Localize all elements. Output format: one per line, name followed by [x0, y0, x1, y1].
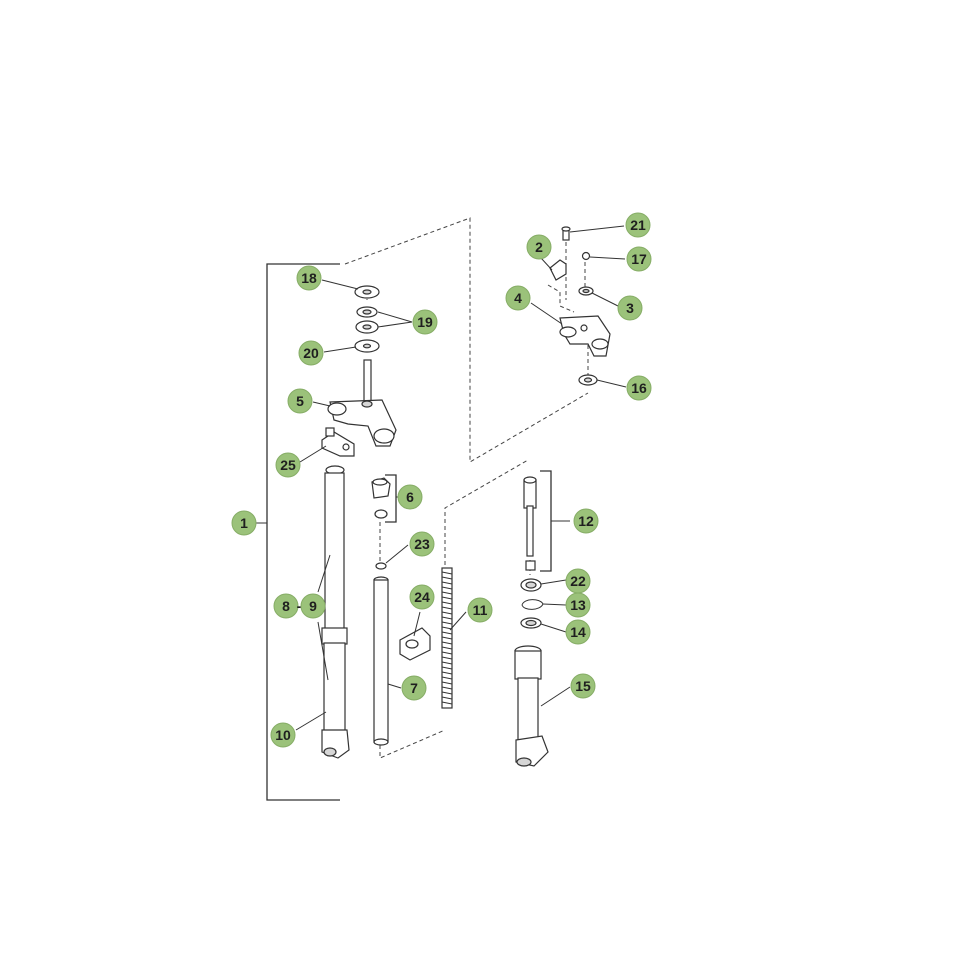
- clamp-24: [399, 627, 431, 661]
- svg-text:13: 13: [570, 597, 586, 613]
- leader-lines: [295, 225, 627, 731]
- svg-text:18: 18: [301, 270, 317, 286]
- callout-9: 9: [300, 593, 326, 619]
- fork-cap-6: [371, 477, 391, 519]
- callout-11: 11: [467, 597, 493, 623]
- callout-2: 2: [526, 234, 552, 260]
- steering-stem-5: [327, 359, 397, 447]
- spring-11: [441, 567, 453, 709]
- callout-5: 5: [287, 388, 313, 414]
- nut-16: [578, 374, 598, 386]
- washer-14: [520, 617, 542, 629]
- bracket-25: [321, 427, 355, 457]
- nut-3: [578, 286, 594, 296]
- svg-text:20: 20: [303, 345, 319, 361]
- fork-leg-15: [514, 645, 549, 767]
- callout-separator: -: [297, 598, 302, 614]
- callout-21: 21: [625, 212, 651, 238]
- callout-6: 6: [397, 484, 423, 510]
- svg-text:6: 6: [406, 489, 414, 505]
- callout-19: 19: [412, 309, 438, 335]
- callout-14: 14: [565, 619, 591, 645]
- callout-24: 24: [409, 584, 435, 610]
- svg-text:5: 5: [296, 393, 304, 409]
- svg-text:1: 1: [240, 515, 248, 531]
- callout-23: 23: [409, 531, 435, 557]
- seal-22: [520, 578, 542, 592]
- svg-text:2: 2: [535, 239, 543, 255]
- svg-text:11: 11: [473, 602, 488, 618]
- svg-text:17: 17: [631, 251, 647, 267]
- inner-tube-7: [373, 562, 389, 746]
- damper-rod-12: [523, 476, 537, 571]
- callout-3: 3: [617, 295, 643, 321]
- svg-text:22: 22: [570, 573, 586, 589]
- washer-20: [354, 339, 380, 353]
- callout-4: 4: [505, 285, 531, 311]
- svg-text:23: 23: [414, 536, 430, 552]
- assembly-bracket: [266, 263, 340, 801]
- bearing-19-upper: [356, 306, 378, 318]
- callout-10: 10: [270, 722, 296, 748]
- ball-17: [581, 251, 591, 261]
- svg-text:9: 9: [309, 598, 317, 614]
- svg-text:24: 24: [414, 589, 430, 605]
- svg-text:12: 12: [578, 513, 594, 529]
- callout-18: 18: [296, 265, 322, 291]
- callout-16: 16: [626, 375, 652, 401]
- callout-12: 12: [573, 508, 599, 534]
- svg-text:14: 14: [570, 624, 586, 640]
- callout-25: 25: [275, 452, 301, 478]
- callout-7: 7: [401, 675, 427, 701]
- callout-20: 20: [298, 340, 324, 366]
- svg-text:8: 8: [282, 598, 290, 614]
- callout-8: 8: [273, 593, 299, 619]
- holder-2: [549, 259, 567, 281]
- svg-text:19: 19: [417, 314, 433, 330]
- circlip-13: [521, 599, 544, 610]
- svg-text:16: 16: [631, 380, 647, 396]
- svg-text:21: 21: [630, 217, 646, 233]
- callout-13: 13: [565, 592, 591, 618]
- callout-15: 15: [570, 673, 596, 699]
- washer-18: [354, 285, 380, 299]
- svg-text:25: 25: [280, 457, 296, 473]
- bearing-19-lower: [355, 320, 379, 334]
- svg-text:3: 3: [626, 300, 634, 316]
- callout-17: 17: [626, 246, 652, 272]
- svg-text:10: 10: [275, 727, 291, 743]
- svg-text:4: 4: [514, 290, 522, 306]
- fork-tube-left: [321, 465, 350, 759]
- bolt-21: [561, 226, 571, 241]
- callout-1: 1: [231, 510, 257, 536]
- upper-clamp-4: [559, 315, 611, 357]
- callout-22: 22: [565, 568, 591, 594]
- svg-text:15: 15: [575, 678, 591, 694]
- svg-text:7: 7: [410, 680, 418, 696]
